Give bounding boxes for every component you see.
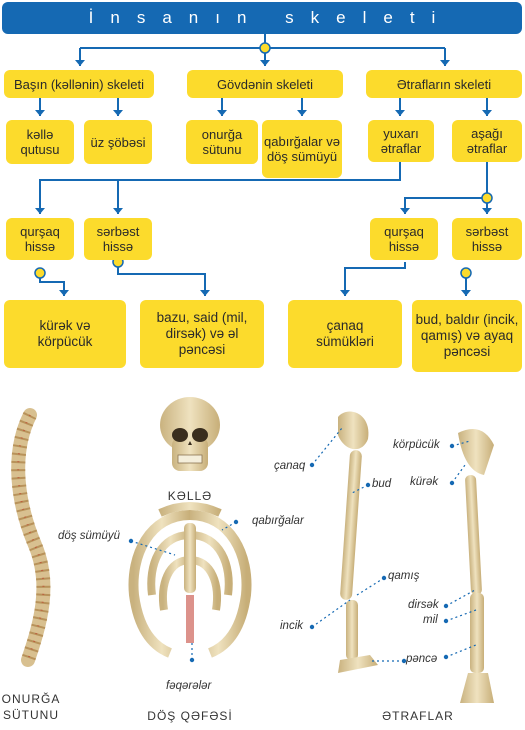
label-fibula: qamış — [388, 570, 420, 582]
lower-free-node: sərbəst hissə — [452, 218, 522, 260]
pelvis-bones-label: çanaq sümükləri — [316, 318, 374, 349]
leg-bones-node: bud, baldır (incik, qamış) və ayaq pəncə… — [412, 300, 522, 372]
label-pelvis: çanaq — [274, 460, 306, 472]
leg-bones-label: bud, baldır (incik, qamış) və ayaq pəncə… — [415, 312, 519, 359]
caption-limbs: ƏTRAFLAR — [382, 709, 454, 723]
page-title: İnsanın skeleti — [88, 8, 453, 27]
label-femur: bud — [372, 478, 392, 490]
lower-girdle-label: qurşaq hissə — [384, 224, 424, 254]
head-skeleton-label: Başın (kəllənin) skeleti — [13, 76, 145, 92]
ribs-node: qabırğalar və döş sümüyü — [262, 120, 342, 178]
skull-box-node: kəllə qutusu — [6, 120, 74, 164]
skull-box-label: kəllə qutusu — [20, 127, 60, 157]
label-sternum: döş sümüyü — [58, 530, 121, 542]
upper-girdle-label: qurşaq hissə — [20, 224, 60, 254]
label-scapula: kürək — [410, 476, 439, 488]
label-foot: pəncə — [406, 653, 438, 665]
title-bar: İnsanın skeleti — [2, 2, 522, 34]
ribs-label: qabırğalar və döş sümüyü — [264, 134, 340, 164]
upper-free-node: sərbəst hissə — [84, 218, 152, 260]
lower-free-label: sərbəst hissə — [465, 224, 509, 254]
pelvis-bones-node: çanaq sümükləri — [288, 300, 402, 368]
caption-spine: ONURĞA SÜTUNU — [1, 692, 61, 722]
caption-skull: KƏLLƏ — [167, 489, 213, 503]
scapula-clavicle-node: kürək və körpücük — [4, 300, 126, 368]
label-clavicle: körpücük — [393, 439, 440, 451]
label-ribs: qabırğalar — [252, 515, 304, 527]
upper-girdle-node: qurşaq hissə — [6, 218, 74, 260]
trunk-skeleton-label: Gövdənin skeleti — [216, 76, 314, 92]
spine-node: onurğa sütunu — [186, 120, 258, 164]
ribcage-illustration — [128, 502, 252, 658]
trunk-skeleton-box: Gövdənin skeleti — [187, 70, 343, 98]
scapula-clavicle-label: kürək və körpücük — [37, 318, 93, 349]
label-ulna: dirsək — [408, 599, 439, 611]
face-node: üz şöbəsi — [84, 120, 152, 164]
limbs-skeleton-box: Ətrafların skeleti — [366, 70, 522, 98]
upper-limbs-node: yuxarı ətraflar — [368, 120, 434, 162]
label-tibia: incik — [280, 620, 304, 632]
skeleton-illustrations — [11, 397, 494, 703]
head-skeleton-box: Başın (kəllənin) skeleti — [4, 70, 154, 98]
caption-chest: DÖŞ QƏFƏSİ — [147, 709, 233, 723]
arm-illustration — [458, 429, 494, 703]
arm-bones-label: bazu, said (mil, dirsək) və əl pəncəsi — [156, 310, 248, 357]
lower-girdle-node: qurşaq hissə — [370, 218, 438, 260]
connector-lines — [34, 34, 493, 296]
arm-bones-node: bazu, said (mil, dirsək) və əl pəncəsi — [140, 300, 264, 368]
label-vertebrae: fəqərələr — [166, 680, 212, 692]
lower-limbs-node: aşağı ətraflar — [452, 120, 522, 162]
upper-free-label: sərbəst hissə — [96, 224, 140, 254]
label-radius: mil — [423, 614, 438, 626]
lower-limbs-label: aşağı ətraflar — [466, 126, 508, 156]
face-label: üz şöbəsi — [90, 134, 146, 150]
spine-label: onurğa sütunu — [201, 127, 243, 157]
spine-illustration — [11, 408, 51, 667]
skull-illustration — [160, 397, 220, 471]
leg-illustration — [338, 411, 378, 673]
limbs-skeleton-label: Ətrafların skeleti — [396, 76, 492, 92]
upper-limbs-label: yuxarı ətraflar — [380, 126, 422, 156]
